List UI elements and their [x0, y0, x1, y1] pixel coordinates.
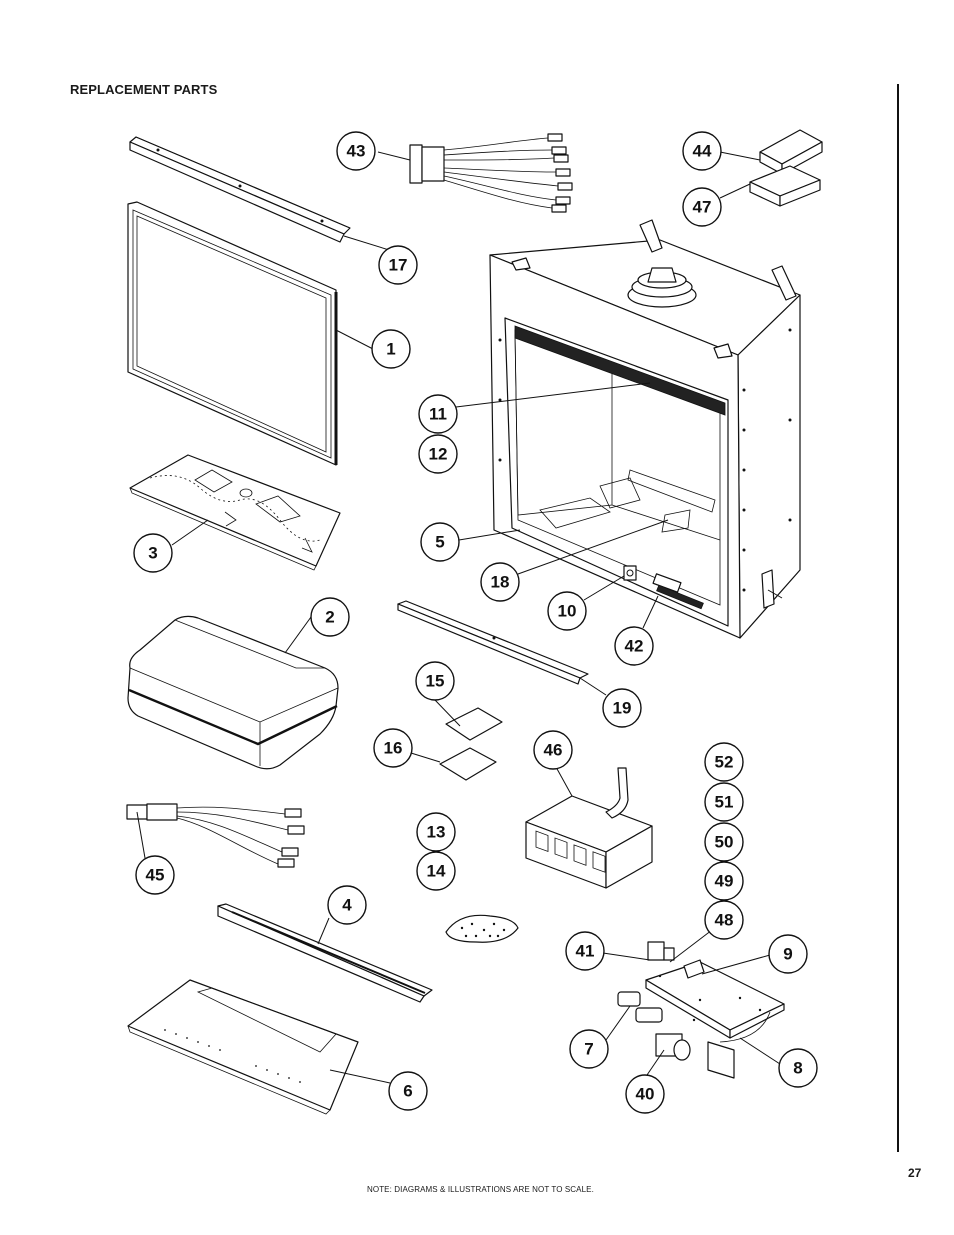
callout-5: 5	[420, 522, 460, 562]
callout-4: 4	[327, 885, 367, 925]
callout-label: 9	[783, 945, 792, 964]
callout-label: 49	[715, 872, 734, 891]
callout-label: 13	[427, 823, 446, 842]
callout-48: 48	[704, 900, 744, 940]
callout-10: 10	[547, 591, 587, 631]
page-title: REPLACEMENT PARTS	[70, 82, 218, 97]
callout-label: 42	[625, 637, 644, 656]
part-4-bar	[217, 903, 433, 1003]
callout-41: 41	[565, 931, 605, 971]
callout-42: 42	[614, 626, 654, 666]
callout-7: 7	[569, 1029, 609, 1069]
callout-43: 43	[336, 131, 376, 171]
callout-label: 18	[491, 573, 510, 592]
callout-1: 1	[371, 329, 411, 369]
callout-label: 16	[384, 739, 403, 758]
callout-9: 9	[768, 934, 808, 974]
part-16-plate	[439, 747, 497, 781]
scale-footnote: NOTE: DIAGRAMS & ILLUSTRATIONS ARE NOT T…	[367, 1185, 594, 1194]
callout-15: 15	[415, 661, 455, 701]
callout-label: 52	[715, 753, 734, 772]
callout-52: 52	[704, 742, 744, 782]
callout-46: 46	[533, 730, 573, 770]
callout-label: 41	[576, 942, 595, 961]
margin-rule	[897, 84, 899, 1152]
callout-label: 11	[429, 405, 447, 424]
callout-44: 44	[682, 131, 722, 171]
callout-label: 46	[544, 741, 563, 760]
callout-label: 15	[426, 672, 445, 691]
callout-label: 51	[715, 793, 734, 812]
callout-label: 8	[793, 1059, 802, 1078]
callout-14: 14	[416, 851, 456, 891]
callout-label: 17	[389, 256, 408, 275]
callout-label: 43	[347, 142, 366, 161]
callout-label: 40	[636, 1085, 655, 1104]
callout-47: 47	[682, 187, 722, 227]
part-46-control-module	[525, 767, 653, 889]
callout-18: 18	[480, 562, 520, 602]
callout-17: 17	[378, 245, 418, 285]
callout-49: 49	[704, 861, 744, 901]
part-47-block	[749, 165, 821, 207]
callout-label: 4	[342, 896, 352, 915]
callout-16: 16	[373, 728, 413, 768]
page-number: 27	[908, 1166, 922, 1180]
firebox-unit	[489, 219, 801, 639]
callout-label: 14	[427, 862, 446, 881]
part-19-bottom-trim	[397, 600, 589, 685]
callout-label: 48	[715, 911, 734, 930]
callout-45: 45	[135, 855, 175, 895]
part-13-14-ember-pad	[445, 914, 519, 943]
callout-13: 13	[416, 812, 456, 852]
part-15-plate	[445, 707, 503, 741]
callout-label: 5	[435, 533, 444, 552]
callout-2: 2	[310, 597, 350, 637]
callout-label: 2	[325, 608, 334, 627]
part-1-glass-panel	[127, 201, 338, 466]
callout-3: 3	[133, 533, 173, 573]
callout-label: 10	[558, 602, 577, 621]
callout-8: 8	[778, 1048, 818, 1088]
part-17-top-trim	[129, 136, 351, 243]
callout-51: 51	[704, 782, 744, 822]
part-43-wire-harness	[409, 133, 573, 213]
part-3-burner-tray	[129, 454, 341, 571]
callout-50: 50	[704, 822, 744, 862]
callout-label: 3	[148, 544, 157, 563]
callout-label: 7	[584, 1040, 593, 1059]
callout-label: 45	[146, 866, 165, 885]
valve-assembly	[617, 941, 785, 1079]
callout-label: 6	[403, 1082, 412, 1101]
callout-11: 11	[418, 394, 458, 434]
callout-label: 50	[715, 833, 734, 852]
callout-label: 47	[693, 198, 712, 217]
callout-19: 19	[602, 688, 642, 728]
callout-40: 40	[625, 1074, 665, 1114]
callout-label: 19	[613, 699, 632, 718]
callout-label: 12	[429, 445, 448, 464]
callout-label: 44	[693, 142, 712, 161]
leader-lines	[136, 151, 781, 1084]
callout-label: 1	[386, 340, 395, 359]
callout-6: 6	[388, 1071, 428, 1111]
part-2-log-box	[127, 615, 339, 770]
callout-12: 12	[418, 434, 458, 474]
part-6-hood-panel	[127, 979, 359, 1115]
